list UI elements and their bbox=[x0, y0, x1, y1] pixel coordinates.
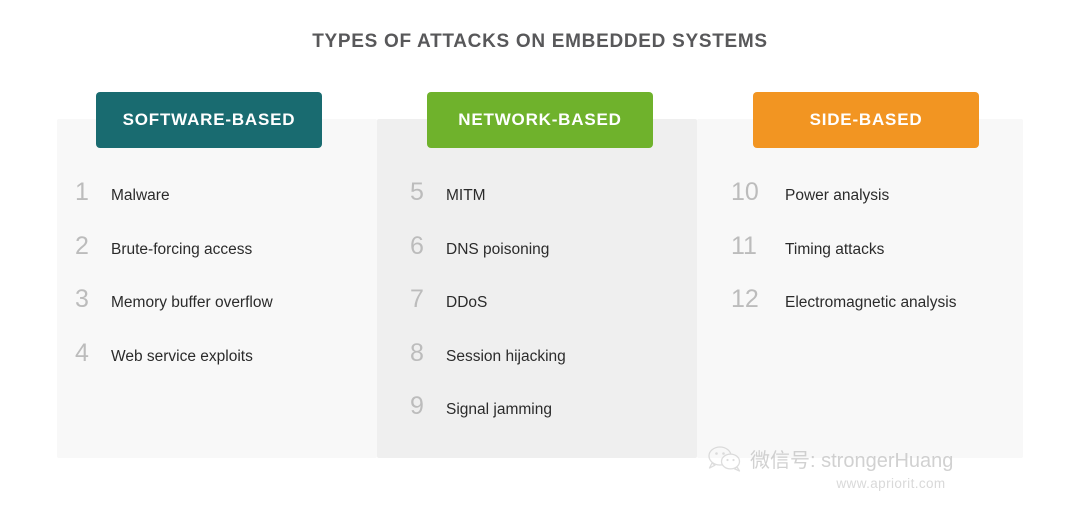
list-item: 2 Brute-forcing access bbox=[75, 231, 273, 288]
list-item-label: Web service exploits bbox=[111, 347, 253, 365]
list-item-number: 10 bbox=[731, 178, 759, 206]
wechat-handle-text: 微信号: strongerHuang bbox=[750, 450, 954, 472]
column-header-software-based: SOFTWARE-BASED bbox=[96, 92, 322, 148]
list-item: 7 DDoS bbox=[410, 287, 566, 341]
list-item-label: Session hijacking bbox=[446, 347, 566, 365]
attack-list-software-based: 1 Malware 2 Brute-forcing access 3 Memor… bbox=[75, 180, 273, 394]
list-item: 12 Electromagnetic analysis bbox=[731, 287, 956, 341]
list-item-number: 9 bbox=[410, 392, 424, 420]
list-item-label: DDoS bbox=[446, 294, 488, 311]
list-item-label: Malware bbox=[111, 187, 170, 204]
list-item: 5 MITM bbox=[410, 180, 566, 234]
list-item: 3 Memory buffer overflow bbox=[75, 287, 273, 341]
list-item-number: 11 bbox=[731, 231, 757, 260]
panel-side-based bbox=[697, 119, 1023, 458]
list-item-number: 1 bbox=[75, 178, 89, 206]
list-item-label: Signal jamming bbox=[446, 401, 552, 418]
list-item-number: 12 bbox=[731, 285, 759, 313]
attack-list-network-based: 5 MITM 6 DNS poisoning 7 DDoS 8 Session … bbox=[410, 180, 566, 448]
list-item: 1 Malware bbox=[75, 180, 273, 234]
list-item: 9 Signal jamming bbox=[410, 394, 566, 448]
list-item-number: 6 bbox=[410, 231, 424, 260]
list-item: 4 Web service exploits bbox=[75, 338, 273, 395]
list-item-label: Power analysis bbox=[785, 187, 890, 204]
panel-network-based bbox=[377, 119, 697, 458]
column-header-side-based: SIDE-BASED bbox=[753, 92, 979, 148]
wechat-icon bbox=[708, 445, 742, 473]
column-header-network-based: NETWORK-BASED bbox=[427, 92, 653, 148]
list-item-number: 3 bbox=[75, 285, 89, 313]
list-item: 8 Session hijacking bbox=[410, 338, 566, 395]
list-item: 10 Power analysis bbox=[731, 180, 956, 234]
list-item-label: Brute-forcing access bbox=[111, 240, 253, 258]
list-item-number: 2 bbox=[75, 231, 89, 260]
list-item-label: DNS poisoning bbox=[446, 240, 550, 258]
attack-list-side-based: 10 Power analysis 11 Timing attacks 12 E… bbox=[731, 180, 956, 341]
page-title: TYPES OF ATTACKS ON EMBEDDED SYSTEMS bbox=[312, 31, 768, 52]
list-item-label: Electromagnetic analysis bbox=[785, 294, 957, 311]
list-item-number: 8 bbox=[410, 338, 424, 367]
list-item-number: 4 bbox=[75, 338, 89, 367]
list-item-number: 5 bbox=[410, 178, 424, 206]
list-item-number: 7 bbox=[410, 285, 424, 313]
list-item: 6 DNS poisoning bbox=[410, 231, 566, 288]
list-item-label: Timing attacks bbox=[785, 240, 885, 258]
list-item: 11 Timing attacks bbox=[731, 231, 956, 288]
watermark-url-text: www.apriorit.com bbox=[836, 476, 946, 491]
list-item-label: MITM bbox=[446, 187, 486, 204]
watermark-handle-row: 微信号: strongerHuang bbox=[708, 444, 1048, 473]
list-item-label: Memory buffer overflow bbox=[111, 294, 273, 311]
watermark: 微信号: strongerHuang www.apriorit.com bbox=[708, 444, 1048, 491]
panel-software-based bbox=[57, 119, 377, 458]
